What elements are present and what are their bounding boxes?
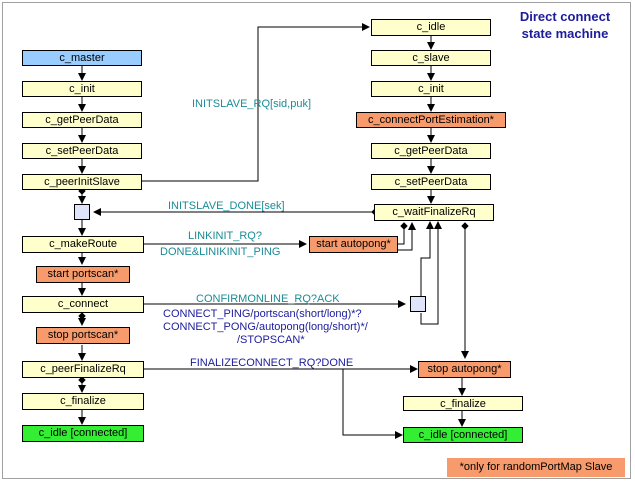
edge-peerfinalize-idleconnected — [342, 369, 403, 439]
state-c-finalize-left: c_finalize — [22, 393, 144, 410]
state-c-setpeerdata-left: c_setPeerData — [22, 143, 142, 159]
state-c-getpeerdata-left: c_getPeerData — [22, 112, 142, 128]
title-line-1: Direct connect — [519, 9, 611, 24]
message-linkinit-rq: LINKINIT_RQ? — [188, 230, 262, 242]
action-start-autopong: start autopong* — [309, 236, 398, 253]
state-c-master: c_master — [22, 50, 142, 66]
diagram-frame — [2, 2, 631, 479]
state-c-idle-connected-left: c_idle [connected] — [22, 425, 144, 442]
action-stop-portscan: stop portscan* — [36, 327, 130, 344]
diamond-peerfinalizerq — [78, 376, 86, 384]
state-c-peerinitslave: c_peerInitSlave — [22, 174, 142, 190]
message-initslave-done: INITSLAVE_DONE[sek] — [168, 200, 285, 212]
junction-right — [410, 296, 426, 312]
diamond-waitfinalize-1 — [400, 222, 408, 230]
state-c-finalize-right: c_finalize — [403, 396, 523, 411]
message-linkinit-done: DONE&LINIKINIT_PING — [160, 246, 281, 258]
message-connect-ping: CONNECT_PING/portscan(short/long)*? — [163, 308, 362, 320]
edge-autopong-waitfinalize-b — [398, 222, 416, 251]
message-connect-pong: CONNECT_PONG/autopong(long/short)*/ — [163, 321, 368, 333]
state-c-getpeerdata-right: c_getPeerData — [371, 143, 491, 159]
state-c-connectportestimation: c_connectPortEstimation* — [356, 112, 506, 128]
diamond-waitfinalize-2 — [461, 222, 469, 230]
state-c-connect: c_connect — [22, 296, 144, 313]
state-c-makeroute: c_makeRoute — [22, 236, 144, 253]
message-finalizeconnect: FINALIZECONNECT_RQ?DONE — [190, 357, 354, 369]
diagram-title: Direct connect state machine — [500, 8, 630, 42]
junction-left — [74, 204, 90, 220]
state-c-init-right: c_init — [371, 81, 491, 97]
edge-junction-loop-a — [420, 221, 434, 296]
message-confirmonline: CONFIRMONLINE_RQ?ACK — [196, 293, 340, 305]
message-stopscan: /STOPSCAN* — [237, 334, 305, 346]
action-stop-autopong: stop autopong* — [418, 361, 511, 378]
state-c-setpeerdata-right: c_setPeerData — [371, 174, 491, 190]
edge-junction-loop-b — [420, 221, 442, 325]
state-c-init-left: c_init — [22, 81, 142, 97]
edge-initslave-rq — [142, 23, 370, 182]
action-start-portscan: start portscan* — [36, 266, 130, 283]
footnote: *only for randomPortMap Slave — [447, 458, 625, 477]
diamond-connect — [78, 312, 86, 320]
state-c-peerfinalizerq: c_peerFinalizeRq — [22, 361, 144, 378]
title-line-2: state machine — [521, 26, 609, 41]
state-c-waitfinalizerq: c_waitFinalizeRq — [374, 204, 494, 221]
state-c-idle-right: c_idle — [371, 19, 491, 36]
state-c-idle-connected-right: c_idle [connected] — [403, 427, 523, 443]
state-c-slave: c_slave — [371, 50, 491, 66]
message-initslave-rq: INITSLAVE_RQ[sid,puk] — [192, 98, 312, 110]
edge-autopong-waitfinalize-a — [398, 223, 405, 245]
